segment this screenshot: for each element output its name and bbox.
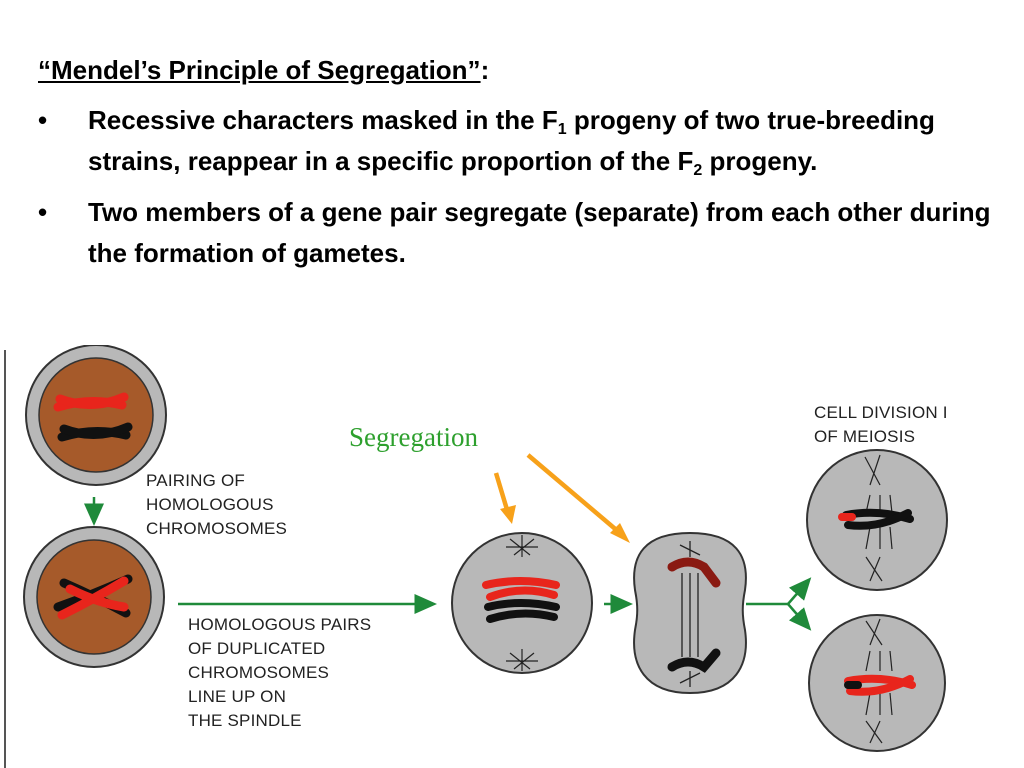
label-division: CELL DIVISION I OF MEIOSIS [814,403,948,446]
label-pairing-line-1: PAIRING OF [146,471,245,490]
cell-membrane [806,449,948,591]
label-pairing: PAIRING OF HOMOLOGOUS CHROMOSOMES [146,471,287,538]
cell-anaphase [633,531,747,695]
spindle-top [506,535,538,557]
label-pairing-line-2: HOMOLOGOUS [146,495,274,514]
bullet-segregate-text: Two members of a gene pair segregate (se… [88,197,991,268]
label-homologous-line-4: LINE UP ON [188,687,286,706]
label-homologous: HOMOLOGOUS PAIRS OF DUPLICATED CHROMOSOM… [188,615,371,730]
spindle-fibers [865,618,893,744]
heading-title: “Mendel’s Principle of Segregation” [38,55,481,85]
label-homologous-line-1: HOMOLOGOUS PAIRS [188,615,371,634]
paired-chromosomes [53,574,133,620]
heading-colon: : [480,55,490,85]
bullet-recessive-text-2: progeny of two true-breeding strains, re… [88,105,935,176]
bullet-recessive-text-3: progeny. [702,146,818,176]
meiosis-diagram: Segregation PAIRING OF HOMOLOGOUS CHROMO… [4,345,948,768]
cell-paired [23,526,165,668]
subscript-f2: 2 [693,162,703,179]
nucleus [38,357,154,473]
arrow-branch [746,577,812,631]
bullet-marker: • [38,197,48,227]
cell-metaphase [451,532,593,674]
subscript-f1: 1 [557,121,567,138]
bullet-segregate: • Two members of a gene pair segregate (… [38,192,998,274]
label-division-line-1: CELL DIVISION I [814,403,948,422]
chromosome-top [667,557,721,588]
spindle-fibers [679,541,701,687]
orange-arrow-left [493,472,511,514]
bullet-recessive-text-1: Recessive characters masked in the F [88,105,558,135]
label-homologous-line-3: CHROMOSOMES [188,663,329,682]
chromosome-red [53,392,129,412]
cell-pairing [25,345,167,486]
daughter-chromosome [844,674,916,696]
spindle-fibers [864,454,893,582]
orange-arrowhead-left [500,505,516,524]
orange-arrowhead-right [610,523,630,543]
daughter-chromosome [838,508,914,530]
cell-daughter-top [806,449,948,591]
spindle-bottom [506,649,538,671]
chromosome-pair-aligned [482,577,560,623]
segregation-arrows [493,453,630,543]
bullet-recessive: • Recessive characters masked in the F1 … [38,100,998,182]
label-homologous-line-5: THE SPINDLE [188,711,302,730]
label-division-line-2: OF MEIOSIS [814,427,915,446]
label-pairing-line-3: CHROMOSOMES [146,519,287,538]
segregation-label: Segregation [349,422,478,452]
slide-text: “Mendel’s Principle of Segregation”: • R… [38,50,998,274]
bullet-marker: • [38,105,48,135]
orange-arrow-right [526,453,622,535]
label-homologous-line-2: OF DUPLICATED [188,639,325,658]
slide-heading: “Mendel’s Principle of Segregation”: [38,50,998,90]
cell-membrane [808,614,946,752]
chromosome-black [57,422,133,442]
cell-daughter-bottom [808,614,946,752]
chromosome-bottom [667,648,721,673]
